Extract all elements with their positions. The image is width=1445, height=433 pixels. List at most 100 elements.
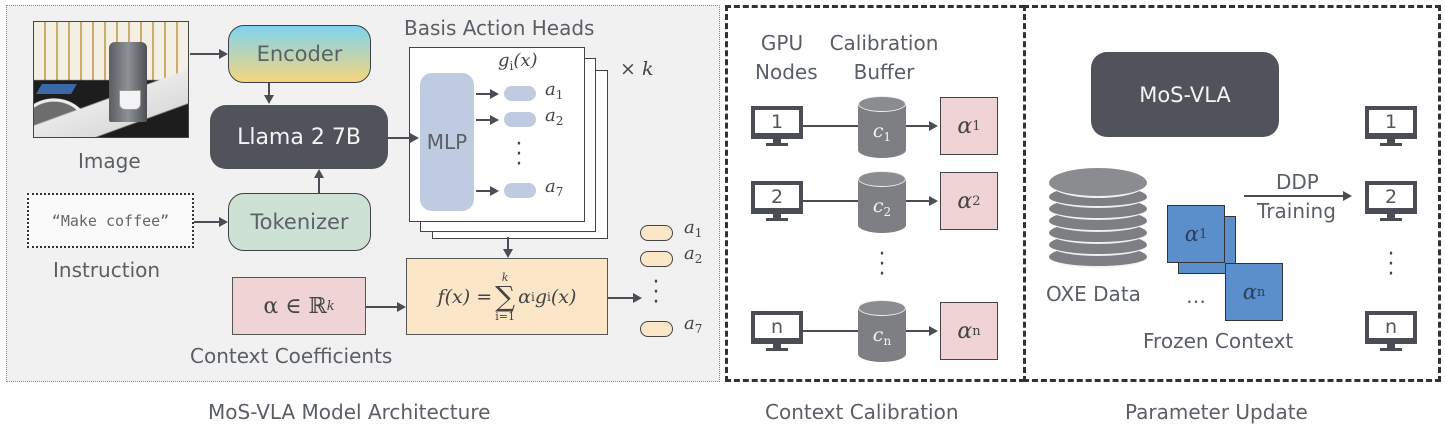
arrowhead-icon xyxy=(490,186,499,196)
final-output-2 xyxy=(640,251,673,267)
arrow-llm-mlp xyxy=(388,137,410,139)
calibration-buffer-1: c1 xyxy=(858,96,906,158)
sum-operator: k ∑ i=1 xyxy=(495,270,516,323)
update-vdots: ··· xyxy=(1387,242,1395,287)
calibration-buffer-2: c2 xyxy=(858,171,906,233)
tokenizer-block: Tokenizer xyxy=(228,193,371,251)
gpu-node-1: 1 xyxy=(751,106,803,146)
mos-vla-label: MoS-VLA xyxy=(1139,82,1231,107)
arrow-f-outputs xyxy=(608,297,634,299)
arrow-encoder-llm xyxy=(268,83,270,95)
line-node1-buffer xyxy=(803,125,858,127)
context-coefficients-label: Context Coefficients xyxy=(190,344,393,368)
arrowhead-icon xyxy=(314,169,324,178)
arrowhead-icon xyxy=(633,293,642,303)
update-panel xyxy=(1023,5,1441,382)
arrowhead-icon xyxy=(219,49,228,59)
head-function-label: gi(x) xyxy=(498,50,538,73)
line-noden-buffer xyxy=(803,330,858,332)
f-lhs: f(x) = xyxy=(437,285,493,308)
robot-scene-image xyxy=(33,21,189,138)
monitor-icon: n xyxy=(1365,311,1417,344)
arrowhead-icon xyxy=(410,133,419,143)
arrow-image-encoder xyxy=(190,53,220,55)
mlp-block: MLP xyxy=(420,73,474,211)
arrow-buffern-alpha xyxy=(906,330,930,332)
encoder-block: Encoder xyxy=(228,25,371,83)
final-vdots: ··· xyxy=(652,270,660,315)
monitor-icon: 2 xyxy=(1365,181,1417,214)
calibration-buffer-n: cn xyxy=(858,300,906,362)
arrow-heads-f xyxy=(507,237,509,249)
oxe-data-label: OXE Data xyxy=(1046,282,1141,306)
arrow-head-7 xyxy=(476,190,490,192)
gpu-node-2: 2 xyxy=(751,181,803,221)
arrowhead-icon xyxy=(929,326,938,336)
head-output-1 xyxy=(504,86,536,101)
mlp-label: MLP xyxy=(426,130,468,154)
basis-heads-title: Basis Action Heads xyxy=(404,16,595,40)
alpha-expr: α ∈ ℝ xyxy=(263,293,327,319)
arrowhead-icon xyxy=(929,196,938,206)
update-node-2: 2 xyxy=(1365,181,1417,221)
times-k-label: × k xyxy=(620,58,654,80)
g-subscript: i xyxy=(509,59,514,73)
arrowhead-icon xyxy=(490,115,499,125)
llm-block: Llama 2 7B xyxy=(210,105,388,169)
calibration-caption: Context Calibration xyxy=(765,400,959,424)
final-output-label-7: a7 xyxy=(684,313,703,336)
final-output-label-1: a1 xyxy=(684,217,703,240)
head-vdots: ··· xyxy=(515,132,523,177)
database-icon xyxy=(858,300,906,316)
arrow-tokenizer-llm xyxy=(318,178,320,193)
arrow-head-2 xyxy=(476,119,490,121)
final-output-label-2: a2 xyxy=(684,243,703,266)
arrowhead-icon xyxy=(929,121,938,131)
frozen-context-label: Frozen Context xyxy=(1143,329,1294,353)
mos-vla-block: MoS-VLA xyxy=(1091,52,1279,137)
arrow-ddp-training xyxy=(1244,195,1344,197)
ddp-label: DDP xyxy=(1276,170,1319,194)
arrow-buffer1-alpha xyxy=(906,125,930,127)
head-output-label-1: a1 xyxy=(545,79,564,102)
final-output-1 xyxy=(640,225,673,241)
arrowhead-icon xyxy=(490,89,499,99)
encoder-label: Encoder xyxy=(256,42,343,66)
arrowhead-icon xyxy=(503,249,513,258)
mug-shape xyxy=(119,90,141,110)
f-rhs-g: g xyxy=(534,285,547,308)
arrowhead-icon xyxy=(1343,191,1352,201)
monitor-icon: 1 xyxy=(1365,106,1417,139)
head-output-label-2: a2 xyxy=(545,105,564,128)
head-output-7 xyxy=(504,183,536,198)
architecture-caption: MoS-VLA Model Architecture xyxy=(208,400,491,424)
monitor-icon: 1 xyxy=(751,106,803,139)
f-rhs-alpha: α xyxy=(518,285,531,308)
tokenizer-label: Tokenizer xyxy=(250,210,349,234)
arrow-buffer2-alpha xyxy=(906,200,930,202)
image-label: Image xyxy=(78,149,141,173)
update-caption: Parameter Update xyxy=(1125,400,1308,424)
instruction-text: “Make coffee” xyxy=(51,211,170,230)
arrow-head-1 xyxy=(476,93,490,95)
line-node2-buffer xyxy=(803,200,858,202)
arrowhead-icon xyxy=(264,95,274,104)
head-output-2 xyxy=(504,112,536,127)
calibration-vdots: ··· xyxy=(878,242,886,287)
instruction-label: Instruction xyxy=(53,258,161,282)
oxe-data-icon xyxy=(1049,168,1147,268)
training-label: Training xyxy=(1257,199,1336,223)
instruction-box: “Make coffee” xyxy=(27,193,194,248)
final-output-7 xyxy=(640,321,673,337)
arrow-instruction-tokenizer xyxy=(194,221,220,223)
gpu-node-n: n xyxy=(751,311,803,351)
g-argument: (x) xyxy=(513,50,538,71)
